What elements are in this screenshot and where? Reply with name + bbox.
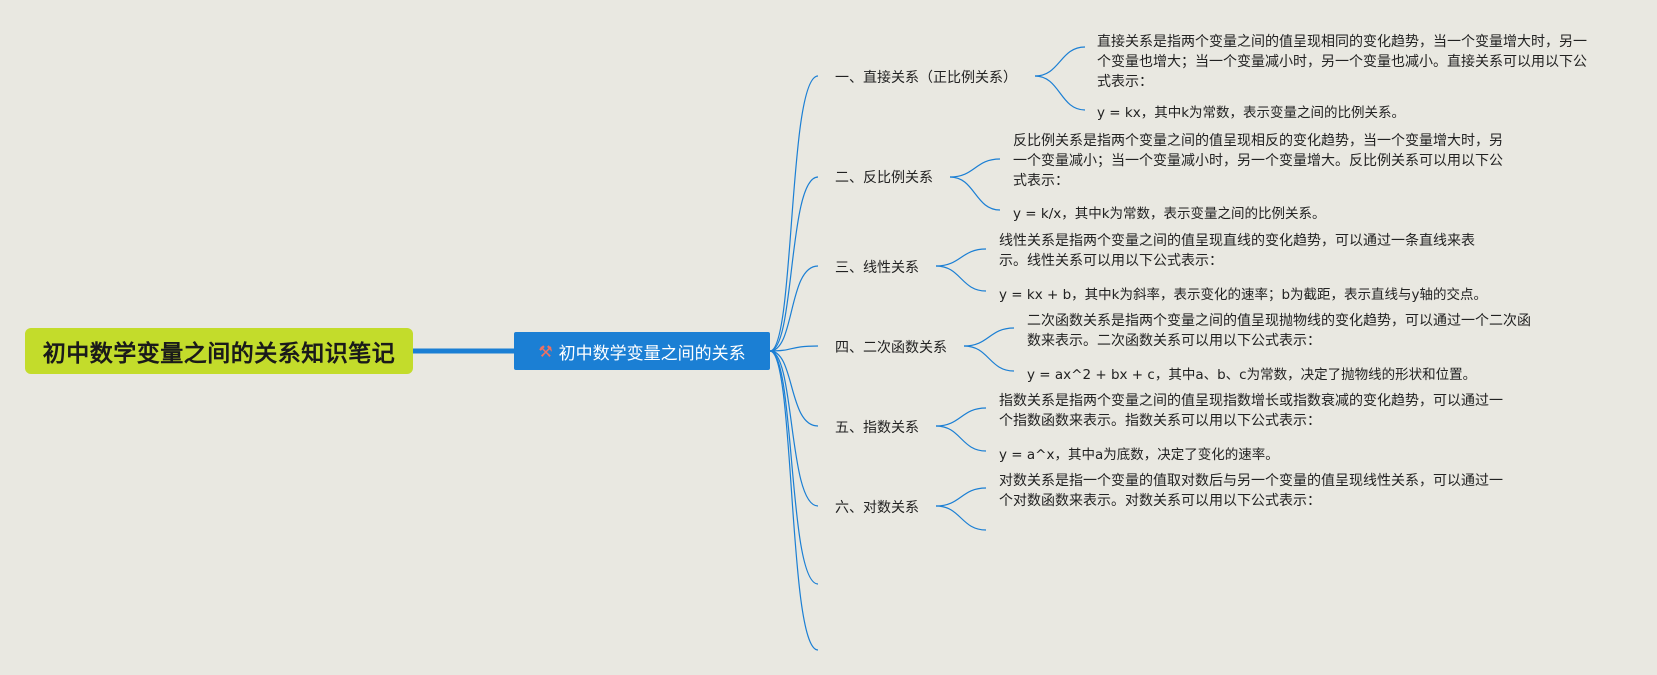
desc-direct-relation[interactable]: 直接关系是指两个变量之间的值呈现相同的变化趋势，当一个变量增大时，另一个变量也增…: [1097, 34, 1587, 90]
fork-connector: [935, 248, 987, 267]
branch-connector: [769, 350, 819, 427]
fork-connector: [949, 176, 1001, 211]
branch-inverse-relation[interactable]: 二、反比例关系: [835, 170, 933, 186]
branch-connector: [769, 345, 819, 352]
branch-direct-relation[interactable]: 一、直接关系（正比例关系）: [835, 70, 1017, 86]
main-topic[interactable]: ⚒ 初中数学变量之间的关系: [514, 332, 770, 370]
branch-connector: [769, 350, 819, 585]
formula-quadratic-relation[interactable]: y = ax^2 + bx + c，其中a、b、c为常数，决定了抛物线的形状和位…: [1027, 367, 1477, 383]
branch-linear-relation[interactable]: 三、线性关系: [835, 260, 919, 276]
desc-inverse-relation[interactable]: 反比例关系是指两个变量之间的值呈现相反的变化趋势，当一个变量增大时，另一个变量减…: [1013, 133, 1503, 189]
fork-connector: [963, 345, 1015, 372]
branch-connector: [769, 265, 819, 352]
root-topic[interactable]: 初中数学变量之间的关系知识笔记: [25, 328, 413, 374]
fork-connector: [935, 425, 987, 452]
desc-quadratic-relation[interactable]: 二次函数关系是指两个变量之间的值呈现抛物线的变化趋势，可以通过一个二次函数来表示…: [1027, 313, 1531, 349]
fork-connector: [1034, 46, 1086, 77]
fork-connector: [935, 505, 987, 531]
fork-connector: [935, 407, 987, 427]
fork-connector: [935, 265, 987, 292]
branch-quadratic-relation[interactable]: 四、二次函数关系: [835, 340, 947, 356]
tools-icon: ⚒: [538, 341, 553, 361]
main-topic-title: 初中数学变量之间的关系: [558, 343, 746, 364]
fork-connector: [963, 327, 1015, 347]
desc-exponential-relation[interactable]: 指数关系是指两个变量之间的值呈现指数增长或指数衰减的变化趋势，可以通过一个指数函…: [999, 393, 1503, 429]
formula-inverse-relation[interactable]: y = k/x，其中k为常数，表示变量之间的比例关系。: [1013, 206, 1326, 222]
root-title: 初中数学变量之间的关系知识笔记: [42, 341, 396, 367]
branch-connector: [769, 350, 819, 651]
branch-connector: [769, 350, 819, 507]
desc-linear-relation[interactable]: 线性关系是指两个变量之间的值呈现直线的变化趋势，可以通过一条直线来表示。线性关系…: [999, 233, 1475, 269]
branch-connector: [769, 176, 819, 352]
branch-connector: [769, 75, 819, 352]
branch-logarithmic-relation[interactable]: 六、对数关系: [835, 500, 919, 516]
fork-connector: [935, 487, 987, 507]
fork-connector: [1034, 75, 1086, 111]
formula-direct-relation[interactable]: y = kx，其中k为常数，表示变量之间的比例关系。: [1097, 105, 1406, 121]
branch-exponential-relation[interactable]: 五、指数关系: [835, 420, 919, 436]
fork-connector: [949, 158, 1001, 178]
formula-exponential-relation[interactable]: y = a^x，其中a为底数，决定了变化的速率。: [999, 447, 1279, 463]
desc-logarithmic-relation[interactable]: 对数关系是指一个变量的值取对数后与另一个变量的值呈现线性关系，可以通过一个对数函…: [999, 473, 1503, 509]
formula-linear-relation[interactable]: y = kx + b，其中k为斜率，表示变化的速率；b为截距，表示直线与y轴的交…: [999, 287, 1488, 303]
